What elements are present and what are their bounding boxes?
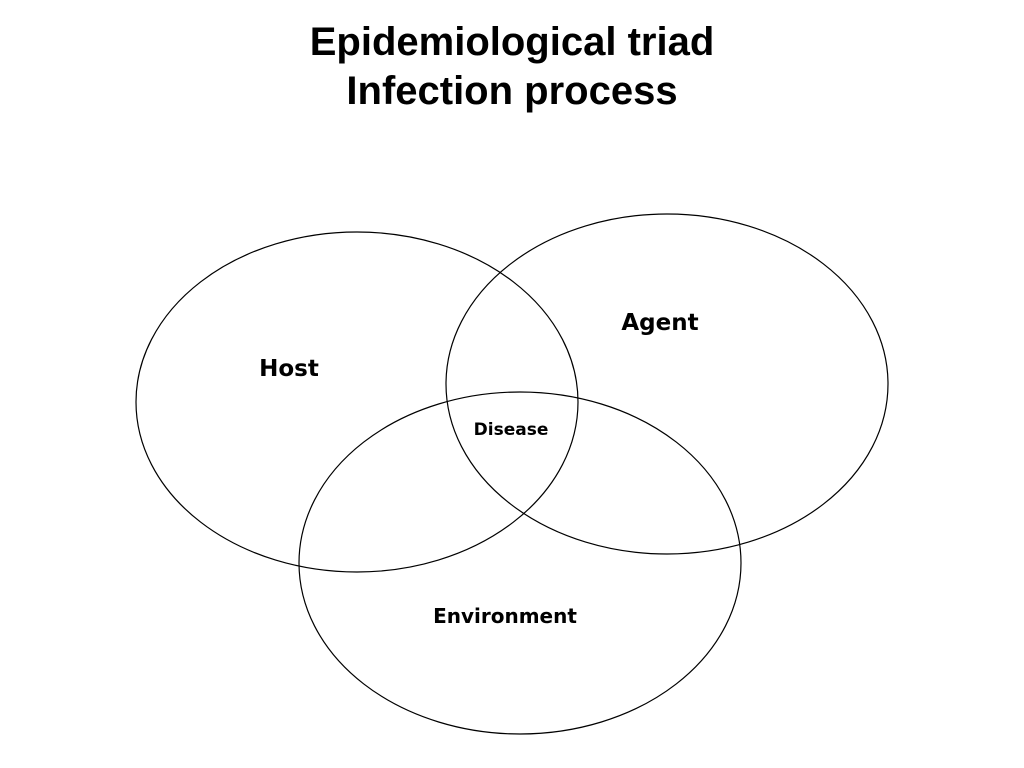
title-line-1: Epidemiological triad [309,20,715,64]
slide-title: Epidemiological triad Infection process [0,18,1024,116]
environment-label: Environment [433,604,577,628]
host-label: Host [259,356,319,382]
title-line-2: Infection process [346,68,678,113]
environment-circle [298,391,742,735]
host-circle [135,231,579,573]
agent-label: Agent [621,310,698,336]
agent-circle [445,213,889,555]
disease-label: Disease [474,420,549,440]
